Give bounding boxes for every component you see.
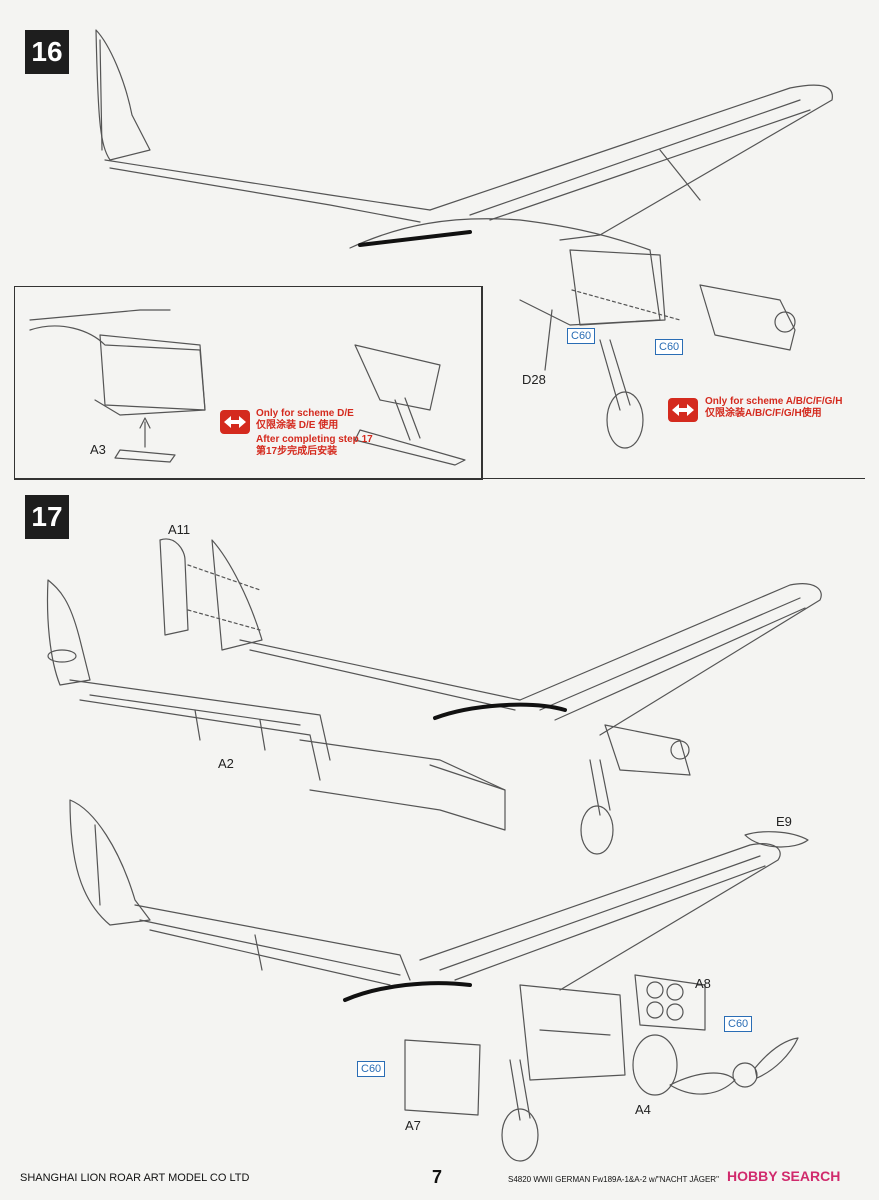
part-label-a2: A2 xyxy=(218,756,234,771)
footer-company: SHANGHAI LION ROAR ART MODEL CO LTD xyxy=(20,1172,250,1184)
step16-divider xyxy=(481,286,482,478)
step17-upper-airframe xyxy=(46,538,822,855)
part-label-a8: A8 xyxy=(695,976,711,991)
part-label-e9: E9 xyxy=(776,814,792,829)
step-separator xyxy=(14,478,865,479)
part-label-a3: A3 xyxy=(90,442,106,457)
note-line: Only for scheme A/B/C/F/G/H xyxy=(705,396,843,407)
note-line: 仅限涂装 D/E 使用 xyxy=(256,420,339,431)
swap-arrows-icon xyxy=(220,410,250,434)
part-label-d28: D28 xyxy=(522,372,546,387)
step16-inset-art xyxy=(29,309,466,466)
step16-inset-panel xyxy=(14,286,483,480)
note-line: 第17步完成后安装 xyxy=(256,446,338,457)
watermark: HOBBY SEARCH xyxy=(727,1168,841,1184)
step-16-badge: 16 xyxy=(25,30,69,74)
paint-code-c60: C60 xyxy=(357,1061,386,1077)
scheme-note-de: Only for scheme D/E 仅限涂装 D/E 使用 After co… xyxy=(256,408,373,458)
swap-arrows-icon xyxy=(668,398,698,422)
part-label-a11: A11 xyxy=(168,522,191,537)
paint-code-c60: C60 xyxy=(567,328,596,344)
footer-product: S4820 WWII GERMAN Fw189A-1&A-2 w/"NACHT … xyxy=(508,1175,719,1184)
paint-code-c60: C60 xyxy=(655,339,684,355)
note-line: After completing step 17 xyxy=(256,434,373,445)
note-line: 仅限涂装A/B/C/F/G/H使用 xyxy=(705,408,822,419)
step-17-badge: 17 xyxy=(25,495,69,539)
step16-airframe xyxy=(95,29,833,449)
paint-code-c60: C60 xyxy=(724,1016,753,1032)
page-number: 7 xyxy=(432,1167,443,1187)
part-label-a7: A7 xyxy=(405,1118,421,1133)
step17-lower-airframe xyxy=(69,799,809,1162)
scheme-note-abcfgh: Only for scheme A/B/C/F/G/H 仅限涂装A/B/C/F/… xyxy=(705,396,842,420)
note-line: Only for scheme D/E xyxy=(256,408,354,419)
part-label-a4: A4 xyxy=(635,1102,651,1117)
